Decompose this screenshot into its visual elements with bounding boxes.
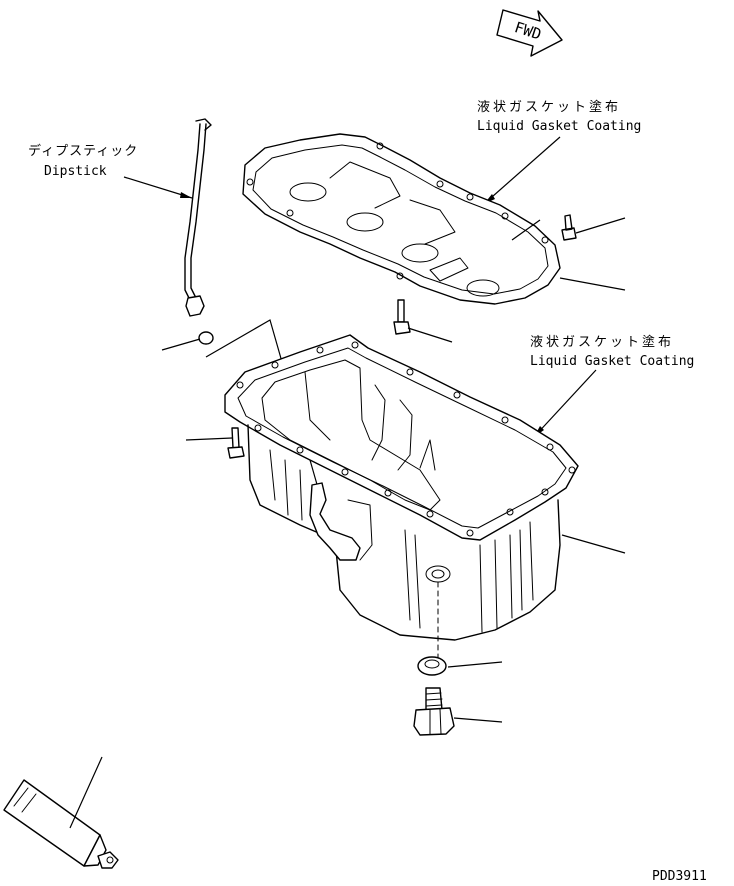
bolt-left (227, 427, 245, 459)
leader-gasket-upper (483, 136, 561, 205)
liquid-gasket-label-en-lower: Liquid Gasket Coating (530, 354, 694, 369)
liquid-gasket-tube (3, 779, 119, 869)
dipstick (184, 118, 212, 317)
bolt-upper-right (561, 214, 577, 241)
leader-bolt-upper-right (575, 217, 626, 234)
liquid-gasket-label-en-upper: Liquid Gasket Coating (477, 119, 641, 134)
bolt-center (393, 299, 411, 335)
oil-pan (224, 334, 579, 661)
fwd-arrow-icon: FWD (496, 9, 563, 57)
drain-washer (417, 656, 447, 676)
leader-o-ring (161, 338, 201, 351)
leader-oil-pan (561, 534, 626, 554)
figure-code: PDD3911 (652, 869, 707, 884)
dipstick-o-ring (198, 331, 214, 345)
leader-gasket-right (559, 277, 626, 291)
liquid-gasket-label-jp-upper: 液状ガスケット塗布 (477, 99, 621, 115)
leader-bolt-center (407, 327, 453, 343)
drain-plug (413, 687, 455, 736)
liquid-gasket-label-jp-lower: 液状ガスケット塗布 (530, 334, 674, 350)
leader-drain-washer (447, 661, 503, 668)
oil-pan-gasket (242, 133, 561, 305)
leader-gasket-lower (533, 369, 597, 438)
dipstick-label-jp: ディプスティック (28, 143, 138, 159)
dipstick-label-en: Dipstick (44, 164, 107, 179)
leader-bolt-upper (511, 219, 541, 241)
leader-drain-plug (453, 717, 503, 723)
leader-bolt-left (185, 437, 233, 441)
leader-gasket-tube (69, 756, 103, 829)
leader-arrowhead (180, 192, 192, 198)
